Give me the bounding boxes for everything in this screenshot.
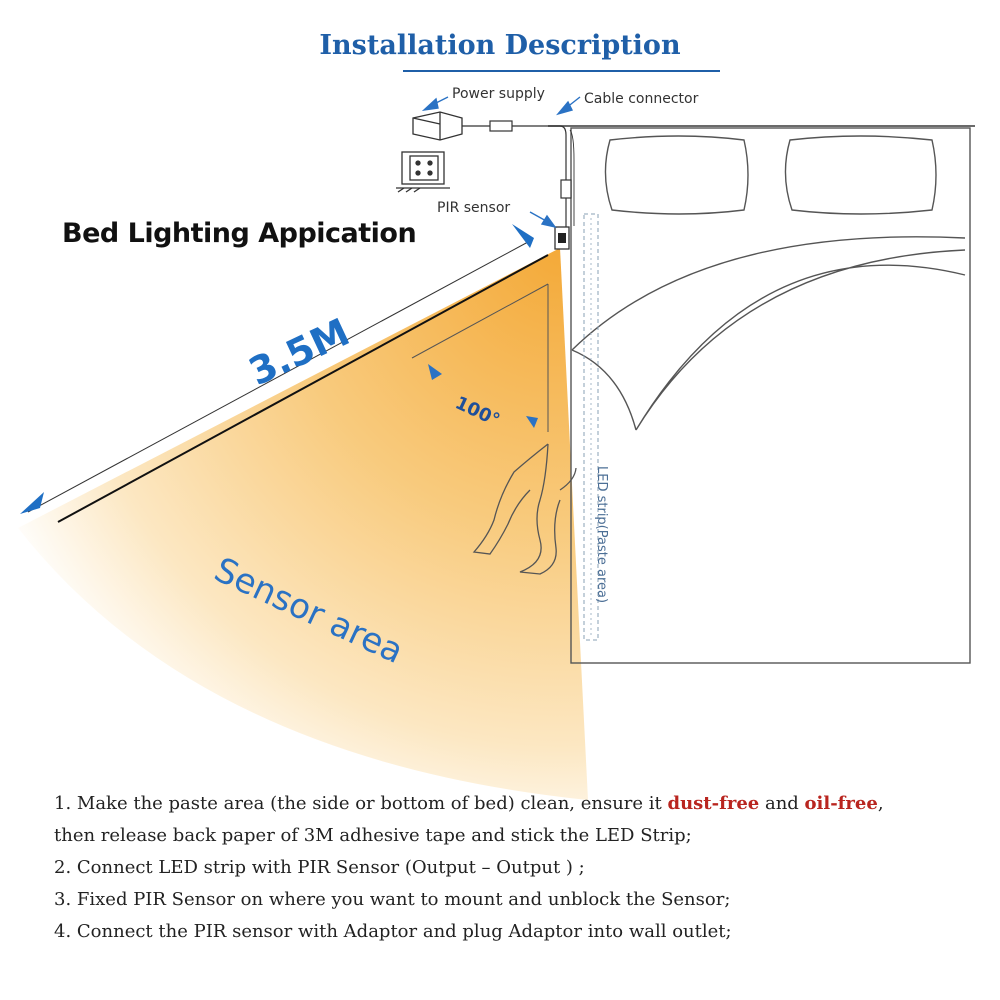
pillow-left: [604, 135, 749, 215]
bed-frame: [570, 127, 971, 664]
cables: [462, 120, 575, 227]
callout-arrows: [421, 96, 581, 229]
wall-outlet-icon: [396, 151, 450, 193]
instruction-step-4: 4. Connect the PIR sensor with Adaptor a…: [54, 921, 732, 942]
title-underline: [403, 70, 720, 72]
power-supply-label: Power supply: [452, 86, 545, 102]
pir-sensor: [554, 226, 570, 250]
instruction-step-3: 3. Fixed PIR Sensor on where you want to…: [54, 889, 731, 910]
step1-comma: ,: [877, 793, 884, 814]
led-strip: [583, 213, 599, 641]
instruction-step-2: 2. Connect LED strip with PIR Sensor (Ou…: [54, 857, 585, 878]
distance-marker: [20, 224, 549, 523]
power-adapter-icon: [412, 111, 463, 141]
sensor-beam: [18, 248, 588, 800]
oil-free-highlight: oil-free: [804, 793, 878, 814]
dust-free-highlight: dust-free: [667, 793, 760, 814]
step1-and: and: [759, 793, 805, 814]
led-strip-label: LED strip(Paste area): [594, 466, 609, 603]
instruction-step-1-continued: then release back paper of 3M adhesive t…: [54, 825, 692, 846]
pir-sensor-label: PIR sensor: [437, 200, 510, 216]
pillow-right: [784, 135, 937, 215]
angle-marker: [411, 283, 549, 432]
instruction-step-1: 1. Make the paste area (the side or bott…: [54, 788, 984, 820]
page-title: Installation Description: [319, 30, 681, 61]
bed: [548, 125, 975, 664]
instructions-list: 1. Make the paste area (the side or bott…: [54, 788, 984, 948]
step1-text: 1. Make the paste area (the side or bott…: [54, 793, 668, 814]
section-heading: Bed Lighting Appication: [62, 218, 417, 249]
cable-connector-label: Cable connector: [584, 91, 699, 107]
blanket-fold: [571, 236, 966, 431]
person-legs-icon: [472, 443, 577, 575]
